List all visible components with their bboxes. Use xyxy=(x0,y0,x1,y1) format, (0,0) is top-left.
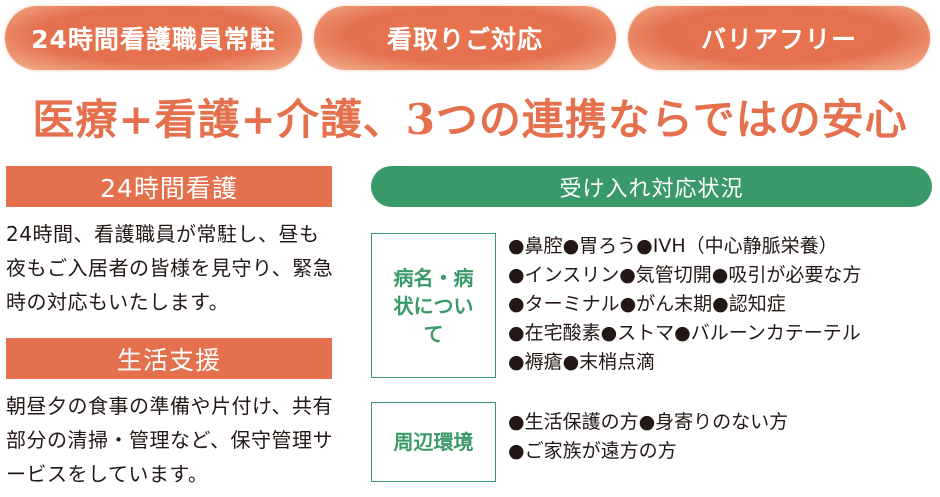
label-environment-text: 周辺環境 xyxy=(393,430,474,454)
label-conditions-text: 病名・病状について xyxy=(393,265,474,346)
tag-end-of-life-care: 看取りご対応 xyxy=(314,6,616,70)
list-item: ●インスリン●気管切開●吸引が必要な方 xyxy=(508,264,862,286)
list-item: ●ご家族が遠方の方 xyxy=(508,440,677,462)
environment-list: ●生活保護の方●身寄りのない方 ●ご家族が遠方の方 xyxy=(508,408,788,466)
label-conditions: 病名・病状について xyxy=(371,233,496,378)
list-item: ●褥瘡●末梢点滴 xyxy=(508,351,656,373)
tag-barrier-free: バリアフリー xyxy=(628,6,930,70)
section-title-life-support: 生活支援 xyxy=(6,338,332,379)
label-environment: 周辺環境 xyxy=(371,402,496,482)
tag-24h-nursing-staff: 24時間看護職員常駐 xyxy=(5,6,302,70)
section-text-life-support: 朝昼夕の食事の準備や片付け、共有部分の清掃・管理など、保守管理サービスをしていま… xyxy=(6,394,333,486)
conditions-list: ●鼻腔●胃ろう●IVH（中心静脈栄養） ●インスリン●気管切開●吸引が必要な方 … xyxy=(508,232,861,377)
section-text-24h-nursing: 24時間、看護職員が常駐し、昼も夜もご入居者の皆様を見守り、緊急時の対応もいたし… xyxy=(6,222,334,314)
list-item: ●ターミナル●がん末期●認知症 xyxy=(508,293,786,315)
list-item: ●鼻腔●胃ろう●IVH（中心静脈栄養） xyxy=(508,235,838,257)
list-item: ●在宅酸素●ストマ●バルーンカテーテル xyxy=(508,322,861,344)
list-item: ●生活保護の方●身寄りのない方 xyxy=(508,411,789,433)
headline: 医療+看護+介護、3つの連携ならではの安心 xyxy=(32,95,908,144)
acceptance-title: 受け入れ対応状況 xyxy=(371,166,932,207)
section-title-24h-nursing: 24時間看護 xyxy=(6,166,332,207)
